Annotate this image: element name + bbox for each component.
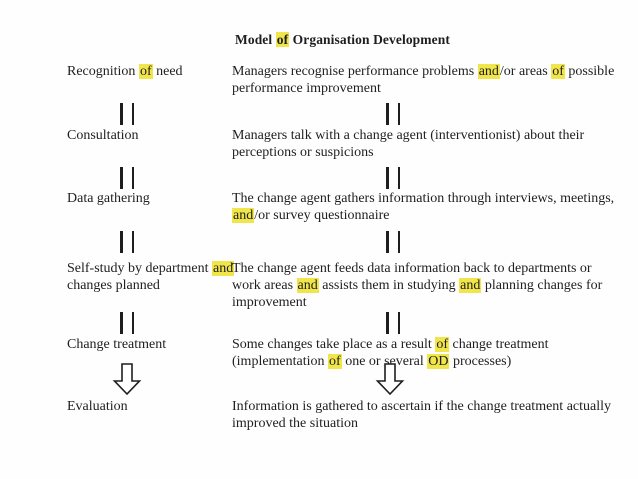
highlighted-text: and bbox=[477, 64, 500, 79]
text-segment: Some changes take place as a result bbox=[232, 337, 436, 352]
double-bar-icon bbox=[112, 103, 142, 125]
highlighted-text: of bbox=[138, 64, 153, 79]
stage-description-self-study: The change agent feeds data information … bbox=[232, 260, 616, 311]
highlighted-text: and bbox=[296, 278, 319, 293]
connector-3 bbox=[0, 231, 638, 255]
text-segment: Managers talk with a change agent (inter… bbox=[232, 128, 585, 160]
stage-description-consultation: Managers talk with a change agent (inter… bbox=[232, 127, 616, 161]
text-segment: planning changes for improvement bbox=[232, 278, 603, 310]
highlighted-text: and bbox=[232, 208, 255, 223]
connector-2 bbox=[0, 167, 638, 191]
text-segment: Recognition bbox=[67, 64, 139, 79]
double-bar-icon bbox=[112, 312, 142, 334]
stage-label-consultation: Consultation bbox=[67, 127, 237, 144]
stage-label-recognition: Recognition of need bbox=[67, 63, 237, 80]
highlighted-text: OD bbox=[427, 354, 450, 369]
highlighted-text: of bbox=[328, 354, 342, 369]
stage-label-change-treatment: Change treatment bbox=[67, 336, 237, 353]
text-segment: Data gathering bbox=[67, 191, 150, 206]
text-segment: change treatment (implementation bbox=[232, 337, 549, 369]
text-segment: need bbox=[152, 64, 183, 79]
diagram-title: Model of Organisation Development bbox=[235, 31, 450, 48]
stage-description-recognition: Managers recognise performance problems … bbox=[232, 63, 616, 97]
double-bar-icon bbox=[112, 231, 142, 253]
stage-description-change-treatment: Some changes take place as a result of c… bbox=[232, 336, 616, 370]
double-bar-icon bbox=[378, 167, 408, 189]
text-segment: one or several bbox=[341, 354, 428, 369]
stage-description-data-gathering: The change agent gathers information thr… bbox=[232, 190, 616, 224]
text-segment: assists them in studying bbox=[318, 278, 460, 293]
text-segment: Organisation Development bbox=[289, 32, 450, 47]
highlighted-text: and bbox=[459, 278, 482, 293]
text-segment: changes planned bbox=[67, 278, 160, 293]
text-segment: /or survey questionnaire bbox=[254, 208, 390, 223]
connector-4 bbox=[0, 312, 638, 336]
text-segment: Information is gathered to ascertain if … bbox=[232, 399, 612, 431]
highlighted-text: of bbox=[275, 32, 290, 47]
highlighted-text: of bbox=[435, 337, 449, 352]
down-block-arrow-icon bbox=[375, 363, 405, 395]
text-segment: Consultation bbox=[67, 128, 139, 143]
text-segment: The change agent gathers information thr… bbox=[232, 191, 615, 206]
text-segment: Self-study by department bbox=[67, 261, 213, 276]
double-bar-icon bbox=[378, 231, 408, 253]
text-segment: Model bbox=[235, 32, 276, 47]
text-segment: possible performance improvement bbox=[232, 64, 615, 96]
down-block-arrow-icon bbox=[112, 363, 142, 395]
highlighted-text: and bbox=[212, 261, 235, 276]
text-segment: processes) bbox=[449, 354, 512, 369]
double-bar-icon bbox=[112, 167, 142, 189]
stage-label-evaluation: Evaluation bbox=[67, 398, 237, 415]
stage-label-self-study: Self-study by department and changes pla… bbox=[67, 260, 237, 294]
double-bar-icon bbox=[378, 312, 408, 334]
text-segment: The change agent feeds data information … bbox=[232, 261, 592, 293]
connector-5 bbox=[0, 363, 638, 397]
double-bar-icon bbox=[378, 103, 408, 125]
connector-1 bbox=[0, 103, 638, 127]
text-segment: Evaluation bbox=[67, 399, 128, 414]
highlighted-text: of bbox=[551, 64, 565, 79]
text-segment: Managers recognise performance problems bbox=[232, 64, 478, 79]
text-segment: /or areas bbox=[499, 64, 552, 79]
stage-label-data-gathering: Data gathering bbox=[67, 190, 237, 207]
stage-description-evaluation: Information is gathered to ascertain if … bbox=[232, 398, 616, 432]
text-segment: Change treatment bbox=[67, 337, 167, 352]
